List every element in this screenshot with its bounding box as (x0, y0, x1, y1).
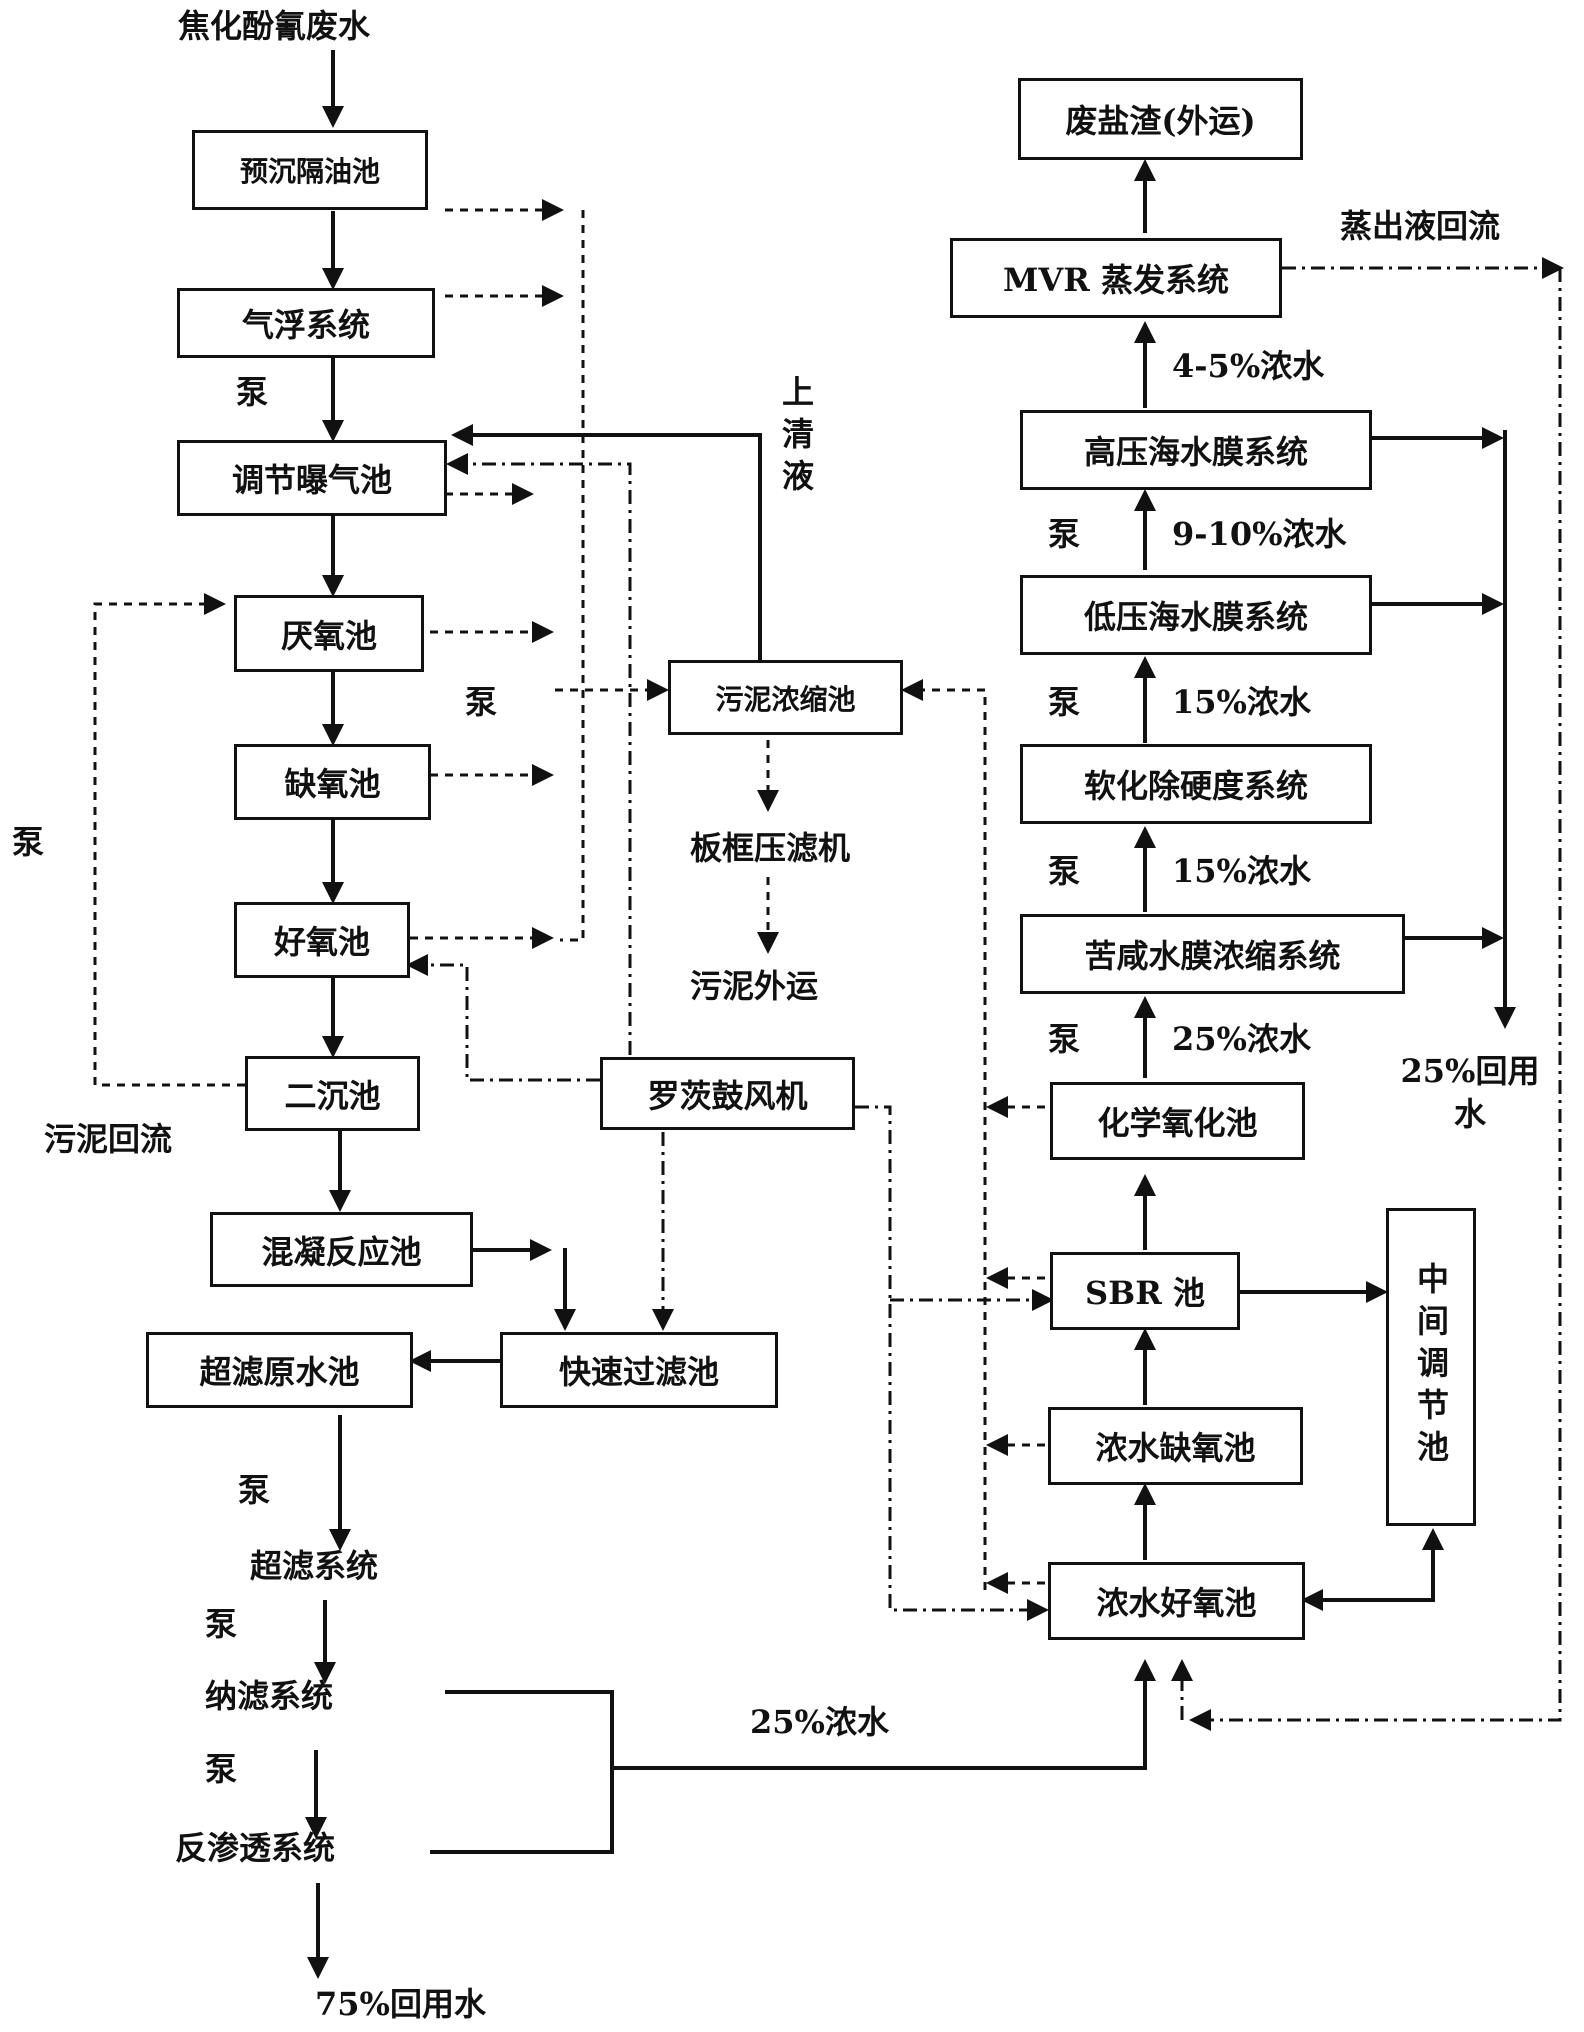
box-aerobic: 好氧池 (234, 902, 410, 978)
pump-label-6: 泵 (205, 1750, 238, 1788)
right-sludge (901, 679, 987, 1590)
box-conc-anoxic: 浓水缺氧池 (1048, 1407, 1303, 1485)
conc-to-aerobic (612, 1659, 1156, 1770)
air-to-aerobic (406, 954, 600, 1082)
ro-system-label: 反渗透系统 (175, 1829, 336, 1867)
box-aeration: 调节曝气池 (177, 440, 447, 516)
sludge-return-loop (93, 593, 245, 1087)
conc-15-a-label: 15%浓水 (1172, 683, 1311, 721)
box-anaerobic: 厌氧池 (234, 595, 424, 672)
sludge-return-label: 污泥回流 (44, 1120, 173, 1158)
box-mid-tank: 中间调节池 (1386, 1208, 1476, 1526)
reuse-75-label: 75%回用水 (315, 1985, 486, 2023)
pump-label-4: 泵 (238, 1471, 271, 1509)
conc-bracket (430, 1690, 614, 1854)
box-rapid-filter: 快速过滤池 (500, 1332, 778, 1408)
box-coag: 混凝反应池 (210, 1212, 473, 1287)
box-uf-tank: 超滤原水池 (146, 1332, 413, 1408)
diagram-title: 焦化酚氰废水 (178, 7, 371, 45)
pump-label-1: 泵 (236, 373, 269, 411)
nf-system-label: 纳滤系统 (205, 1677, 334, 1715)
box-chem-ox: 化学氧化池 (1050, 1082, 1305, 1160)
box-sludge-thickener: 污泥浓缩池 (668, 660, 903, 735)
air-right (855, 1105, 1049, 1621)
pump-label-2: 泵 (465, 683, 498, 721)
box-presettle: 预沉隔油池 (192, 130, 428, 210)
box-lp-seawater: 低压海水膜系统 (1020, 575, 1372, 655)
box-soften: 软化除硬度系统 (1020, 744, 1372, 824)
pump-label-8: 泵 (1048, 683, 1081, 721)
supernatant-label: 上清液 (777, 375, 815, 501)
evap-return-label: 蒸出液回流 (1340, 207, 1501, 245)
air-to-aeration (446, 453, 632, 1055)
uf-system-label: 超滤系统 (250, 1547, 379, 1585)
sludge-collector (560, 210, 585, 942)
box-waste-salt: 废盐渣(外运) (1018, 78, 1303, 160)
pump-label-9: 泵 (1048, 852, 1081, 890)
conc-9-10-label: 9-10%浓水 (1172, 515, 1347, 553)
box-clarifier: 二沉池 (245, 1056, 420, 1131)
sludge-out-label: 污泥外运 (690, 967, 819, 1005)
conc-4-5-label: 4-5%浓水 (1172, 347, 1325, 385)
box-mvr: MVR 蒸发系统 (950, 238, 1282, 318)
box-conc-aerobic: 浓水好氧池 (1048, 1562, 1305, 1640)
box-roots-blower: 罗茨鼓风机 (600, 1057, 855, 1130)
pump-label-10: 泵 (1048, 1020, 1081, 1058)
box-anoxic: 缺氧池 (234, 744, 431, 820)
supernatant-return (451, 424, 762, 660)
pump-label-3: 泵 (12, 823, 45, 861)
box-float: 气浮系统 (177, 288, 435, 358)
filter-press-label: 板框压滤机 (690, 829, 851, 867)
pump-label-7: 泵 (1048, 515, 1081, 553)
reuse-25-label: 25%回用水 (1400, 1052, 1540, 1134)
box-hp-seawater: 高压海水膜系统 (1020, 410, 1372, 490)
box-sbr: SBR 池 (1050, 1252, 1240, 1330)
evap-return-down (1189, 268, 1562, 1731)
pump-label-5: 泵 (205, 1605, 238, 1643)
box-brackish: 苦咸水膜浓缩系统 (1020, 914, 1405, 994)
conc-25-bottom-label: 25%浓水 (750, 1703, 889, 1741)
conc-25-right-label: 25%浓水 (1172, 1020, 1311, 1058)
conc-15-b-label: 15%浓水 (1172, 852, 1311, 890)
aerobic-mid (1305, 1528, 1444, 1602)
